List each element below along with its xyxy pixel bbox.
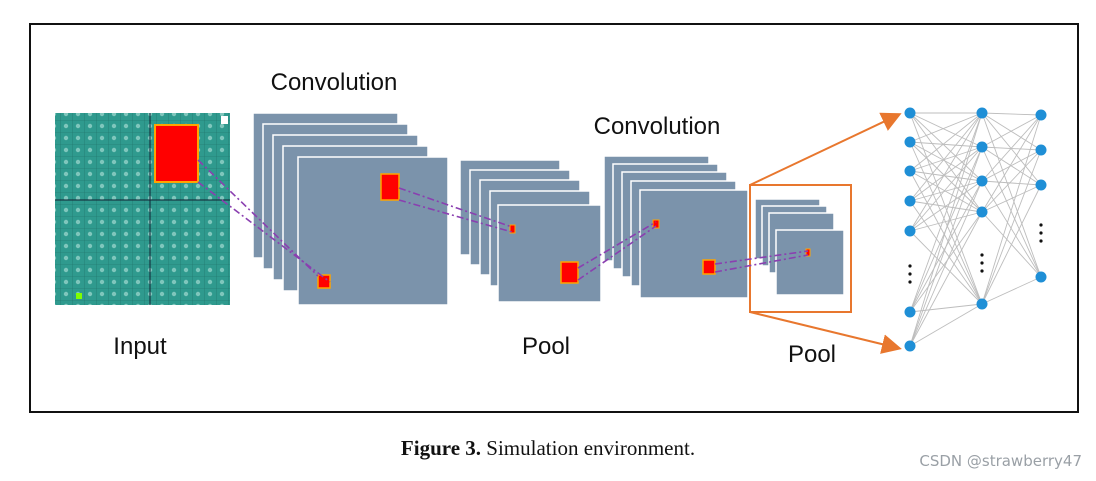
fc-connection [981, 180, 1042, 186]
pool2-target [805, 248, 811, 257]
fc-connection [909, 141, 983, 305]
neuron-layer-3 [1035, 144, 1047, 156]
neuron-layer-3 [1035, 179, 1047, 191]
pool2-highlight-box [749, 184, 852, 313]
cnn-diagram: Input Convolution Pool Convolution [29, 23, 1079, 413]
fc-connection [909, 112, 983, 202]
fc-connection [981, 184, 1042, 213]
neuron-layer-2 [976, 298, 988, 310]
fc-connection [981, 149, 1042, 213]
neuron-layer-3 [1035, 271, 1047, 283]
fc-connection [981, 114, 1042, 182]
fc-connection [981, 276, 1042, 305]
fc-connection [909, 180, 983, 232]
caption-prefix: Figure 3. [400, 436, 482, 460]
fc-connection [909, 112, 983, 143]
conv2-label: Convolution [594, 113, 721, 140]
fc-connection [909, 146, 983, 347]
fc-connection [909, 112, 983, 172]
fc-connection [981, 184, 1042, 305]
fc-arrow-bottom [749, 311, 902, 354]
fc-connection [909, 211, 983, 313]
fc-connection [981, 114, 1042, 213]
fc-arrow-top [749, 112, 902, 186]
fc-connection [909, 303, 983, 347]
input-grid [55, 113, 230, 305]
neuron-layer-2 [976, 175, 988, 187]
neuron-layer-2 [976, 206, 988, 218]
fc-connection [981, 149, 1042, 182]
pool2-label: Pool [788, 341, 836, 368]
fc-connection [909, 146, 983, 232]
fc-connection [909, 112, 983, 148]
neuron-layer-1 [904, 136, 916, 148]
fc-connection [981, 149, 1042, 305]
input-kernel [154, 124, 199, 183]
input-label: Input [113, 333, 167, 360]
fc-connection [981, 114, 1042, 305]
pool1-target [509, 224, 516, 234]
fc-connection [909, 141, 983, 213]
fc-connection [981, 146, 1042, 278]
fc-connection [981, 180, 1042, 278]
fc-connection [909, 170, 983, 213]
fc-connection [909, 146, 983, 202]
fc-connection [981, 112, 1042, 186]
neuron-layer-1 [904, 225, 916, 237]
watermark: CSDN @strawberry47 [919, 452, 1082, 470]
fc-connection [909, 112, 983, 232]
fc-connection [909, 170, 983, 305]
fc-connection [981, 114, 1042, 148]
conv2-stack [603, 155, 749, 299]
caption-text: Simulation environment. [486, 436, 696, 460]
conv1-stack [252, 112, 449, 306]
fc-connection [909, 211, 983, 232]
neuron-layer-1 [904, 195, 916, 207]
conv1-target [317, 274, 331, 289]
vertical-ellipsis-icon [908, 223, 1043, 284]
fc-neurons [904, 107, 1047, 352]
neuron-layer-1 [904, 165, 916, 177]
figure-caption: Figure 3. Simulation environment. [0, 436, 1096, 461]
fc-connection [909, 200, 983, 305]
fc-connection [981, 112, 1042, 116]
fc-connection [909, 211, 983, 347]
fc-connection [909, 112, 983, 182]
pool1-kernel [560, 261, 579, 284]
fc-connection [909, 180, 983, 202]
fc-connection [909, 230, 983, 305]
conv1-label: Convolution [271, 69, 398, 96]
fc-connections [909, 112, 1042, 347]
neuron-layer-2 [976, 141, 988, 153]
fc-connection [909, 112, 983, 305]
neuron-layer-2 [976, 107, 988, 119]
fc-connection [909, 112, 983, 213]
conv1-kernel [380, 173, 400, 201]
neuron-layer-1 [904, 306, 916, 318]
fc-connection [909, 112, 983, 313]
pool2-stack [754, 198, 845, 296]
fc-connection [909, 112, 983, 347]
pool1-stack [459, 159, 602, 303]
neuron-layer-1 [904, 107, 916, 119]
neuron-layer-3 [1035, 109, 1047, 121]
receptive-field-lines [197, 159, 809, 283]
neuron-layer-1 [904, 340, 916, 352]
fc-connection [981, 112, 1042, 278]
fc-connection [909, 303, 983, 313]
fc-connection [909, 180, 983, 347]
pool1-label: Pool [522, 333, 570, 360]
conv2-kernel [702, 259, 716, 275]
